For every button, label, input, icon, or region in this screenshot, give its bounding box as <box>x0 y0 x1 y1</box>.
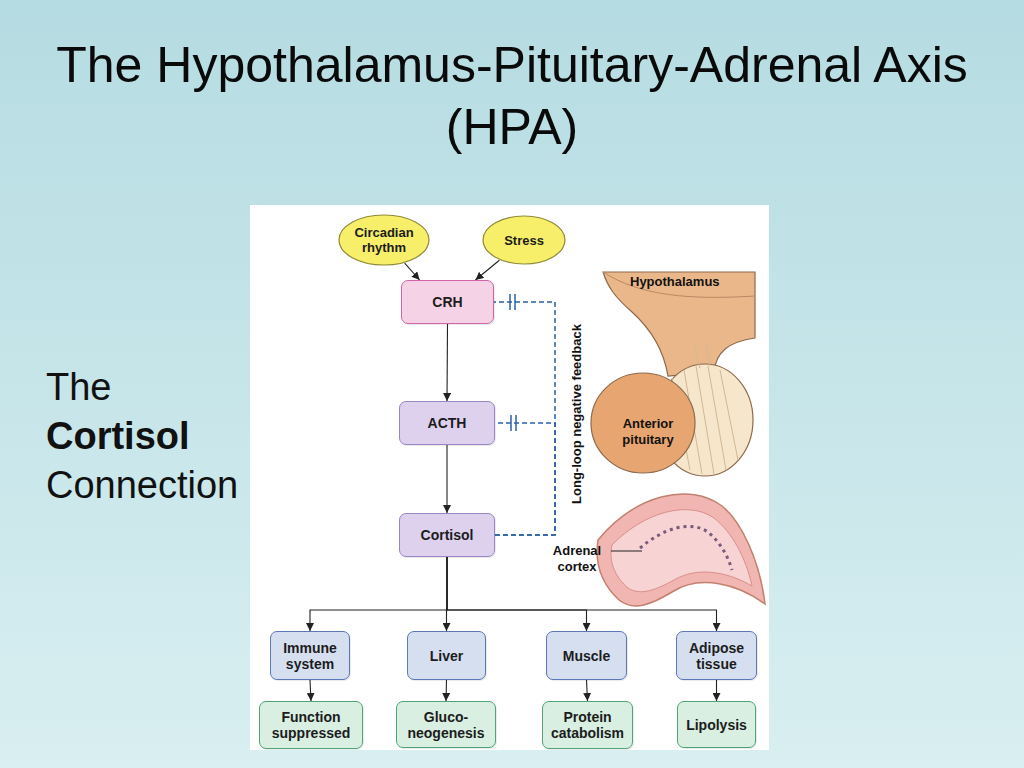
node-text: Lipolysis <box>686 717 747 733</box>
node-text: Function suppressed <box>264 709 358 741</box>
adrenal-gland-drawing <box>597 494 765 606</box>
node-text: CRH <box>432 294 462 310</box>
effect-box: Lipolysis <box>677 701 756 748</box>
effect-box: Function suppressed <box>259 701 363 749</box>
node-text: ACTH <box>428 415 467 431</box>
target-box: Immune system <box>270 631 350 680</box>
node-text: Muscle <box>563 648 610 664</box>
side-text: The <box>46 364 246 410</box>
ellipse-shape <box>339 215 429 265</box>
side-text-emphasis: Cortisol <box>46 413 246 459</box>
target-box: Liver <box>407 631 486 680</box>
trigger-ellipse: Stress <box>482 215 566 265</box>
node-text: Stress <box>504 233 544 248</box>
hormone-box: ACTH <box>399 401 495 445</box>
arrow-connector <box>445 680 447 701</box>
arrow-connector <box>446 445 447 513</box>
node-text: Protein catabolism <box>547 709 628 741</box>
arrow-connector <box>587 680 588 701</box>
feedback-connector <box>495 423 555 535</box>
part-label: Adrenal cortex <box>541 543 613 575</box>
slide-title: The Hypothalamus-Pituitary-Adrenal Axis … <box>32 34 992 158</box>
part-label: Anterior pituitary <box>606 416 690 448</box>
node-text: Immune system <box>275 640 345 672</box>
feedback-label: Long-loop negative feedback <box>569 284 585 544</box>
part-label: Hypothalamus <box>630 274 755 290</box>
ellipse-shape <box>483 216 565 264</box>
node-text: Liver <box>430 648 463 664</box>
node-text: Gluco- neogenesis <box>401 709 491 741</box>
hypothalamus-contour <box>603 272 755 297</box>
target-box: Muscle <box>546 631 627 680</box>
figure-panel <box>250 205 769 750</box>
hypothalamus-drawing <box>603 272 755 376</box>
anterior-pituitary-drawing <box>591 373 695 473</box>
trigger-ellipse: Circadian rhythm <box>338 214 430 266</box>
node-text: Cortisol <box>421 527 474 543</box>
hormone-box: Cortisol <box>399 513 495 557</box>
arrow-connector <box>716 680 717 701</box>
feedback-connector <box>494 302 555 535</box>
effect-box: Gluco- neogenesis <box>396 701 496 748</box>
arrow-connector <box>310 680 311 701</box>
arrow-connector <box>310 557 447 631</box>
adrenal-medulla-drawing <box>611 510 752 592</box>
arrow-connector <box>475 260 499 280</box>
leader-line <box>611 551 642 552</box>
arrow-connector <box>446 324 448 401</box>
effect-box: Protein catabolism <box>542 701 633 749</box>
target-box: Adipose tissue <box>676 631 757 680</box>
side-text: Connection <box>46 462 256 508</box>
node-text: Adipose tissue <box>681 640 752 672</box>
hormone-box: CRH <box>401 280 494 324</box>
node-text: Circadian rhythm <box>342 225 426 255</box>
arrow-connector <box>405 263 420 280</box>
adrenal-vessel-drawing <box>640 526 732 570</box>
